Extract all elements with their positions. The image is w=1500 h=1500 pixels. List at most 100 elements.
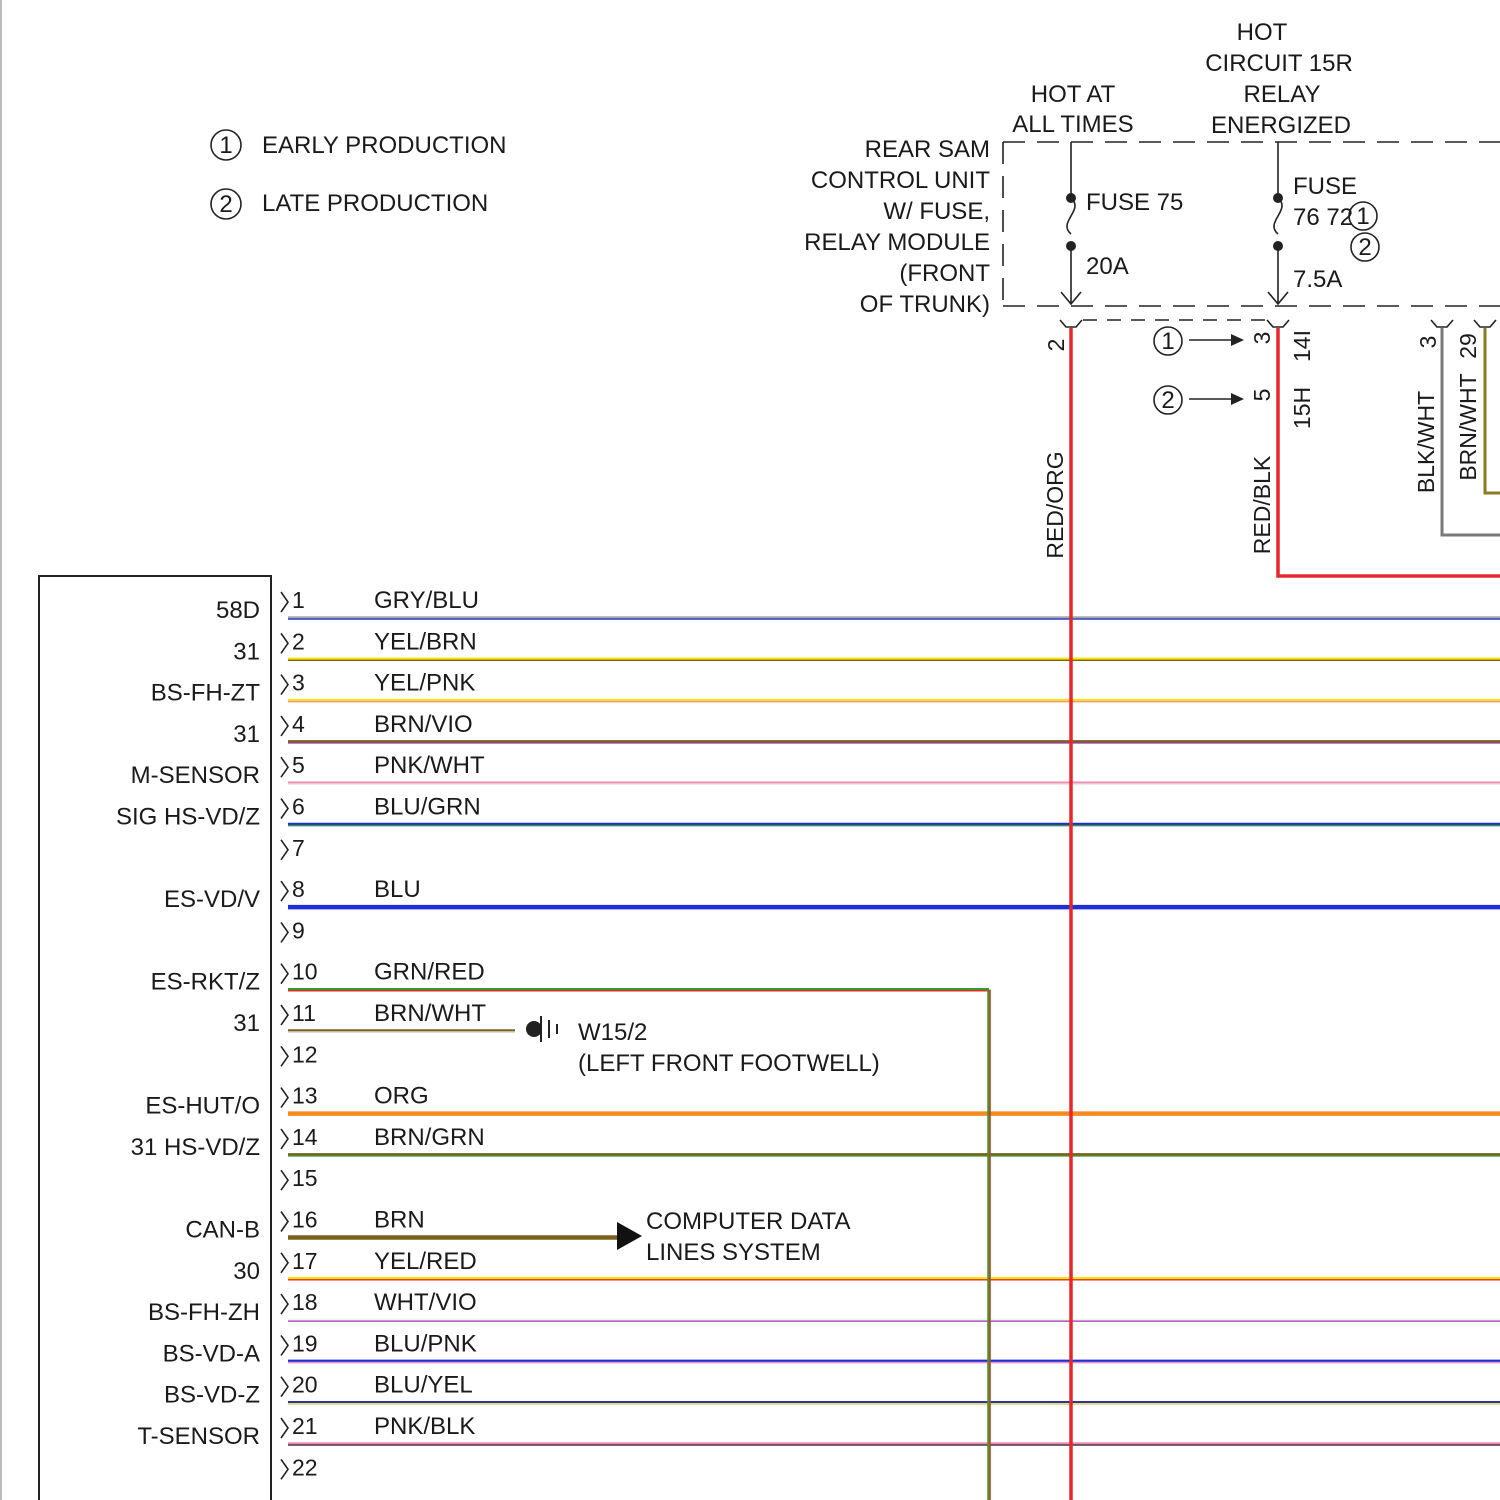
wire-color-label: BLU/PNK <box>374 1330 477 1357</box>
hot-at-line-1: HOT AT <box>1031 81 1116 108</box>
pin-number: 22 <box>292 1454 318 1480</box>
pin-function-label: ES-RKT/Z <box>151 969 260 996</box>
wire-color-label: YEL/PNK <box>374 670 475 697</box>
pin-number: 3 <box>292 670 305 696</box>
pin-wedge <box>281 881 288 901</box>
hot-circuit-line-3: RELAY <box>1244 81 1321 108</box>
wire-label-blk-wht: BLK/WHT <box>1413 391 1439 493</box>
pin-wedge <box>281 840 288 860</box>
hot-at-all-times-label: HOT AT ALL TIMES <box>1012 81 1133 138</box>
top-pin-15h: 15H <box>1289 387 1315 429</box>
pin-number: 5 <box>292 752 305 778</box>
top-pin-3b: 3 <box>1415 336 1441 349</box>
pin-wedge <box>281 675 288 695</box>
top-connector-wedges <box>1060 320 1496 327</box>
rear-sam-label: REAR SAM CONTROL UNIT W/ FUSE, RELAY MOD… <box>804 136 990 318</box>
pin-number: 12 <box>292 1041 318 1067</box>
pin-function-label: 30 <box>233 1258 260 1285</box>
pin-number: 6 <box>292 794 305 820</box>
pin-wedge <box>281 922 288 942</box>
pin-number: 21 <box>292 1413 318 1439</box>
pin-function-label: T-SENSOR <box>137 1423 260 1450</box>
pin-number: 19 <box>292 1330 318 1356</box>
fuse-76-variant-num-2: 2 <box>1358 234 1371 261</box>
pin-number: 13 <box>292 1083 318 1109</box>
wire-color-label: YEL/BRN <box>374 628 477 655</box>
pin-function-label: 31 <box>233 721 260 748</box>
pin-number: 7 <box>292 835 305 861</box>
hot-circuit-line-4: ENERGIZED <box>1211 112 1351 139</box>
pin-number: 15 <box>292 1165 318 1191</box>
fuse-76 <box>1268 142 1288 304</box>
pin-wedge <box>281 799 288 819</box>
wire-color-label: BLU <box>374 876 421 903</box>
fuse-75-label: FUSE 75 <box>1086 189 1183 216</box>
legend-text-early: EARLY PRODUCTION <box>262 132 507 159</box>
pin-wedge <box>281 633 288 653</box>
wire-color-label: GRN/RED <box>374 959 485 986</box>
pin-wedge <box>281 1212 288 1232</box>
pin-wedge <box>281 1253 288 1273</box>
pin-function-label: SIG HS-VD/Z <box>116 804 260 831</box>
wire-color-label: BRN <box>374 1207 425 1234</box>
pin-wedge <box>281 1418 288 1438</box>
wire-color-label: PNK/WHT <box>374 752 485 779</box>
pin-wedge <box>281 964 288 984</box>
ground-symbol <box>526 1016 557 1042</box>
pin-wedge <box>281 1088 288 1108</box>
pin-function-label: 58D <box>216 597 260 624</box>
top-pin-2: 2 <box>1043 339 1069 352</box>
data-lines-arrow <box>617 1222 642 1250</box>
data-lines-line-1: COMPUTER DATA <box>646 1208 850 1235</box>
legend: 1 EARLY PRODUCTION 2 LATE PRODUCTION <box>211 130 507 219</box>
pin-function-label: BS-FH-ZH <box>148 1299 260 1326</box>
pin-wedge <box>281 1046 288 1066</box>
wire-color-label: BRN/WHT <box>374 1000 486 1027</box>
pin-number: 11 <box>292 1000 316 1026</box>
pin-function-label: BS-VD-Z <box>164 1382 260 1409</box>
top-pin-3: 3 <box>1249 332 1275 345</box>
rear-sam-line-4: RELAY MODULE <box>804 229 990 256</box>
wire-color-label: BRN/VIO <box>374 711 473 738</box>
pin-wedge <box>281 1377 288 1397</box>
pin-number: 20 <box>292 1372 318 1398</box>
pin-number: 14 <box>292 1124 318 1150</box>
top-pin-5: 5 <box>1249 389 1275 402</box>
pin-wedge <box>281 592 288 612</box>
pin-number: 4 <box>292 711 305 737</box>
pin-function-label: BS-VD-A <box>163 1340 260 1367</box>
ground-location: (LEFT FRONT FOOTWELL) <box>578 1050 880 1077</box>
hot-circuit-line-2: CIRCUIT 15R <box>1205 50 1353 77</box>
pin-function-label: 31 <box>233 638 260 665</box>
wire-color-label: GRY/BLU <box>374 587 479 614</box>
legend-num-1: 1 <box>219 132 232 159</box>
fuse-75-rating: 20A <box>1086 253 1129 280</box>
fuse-76-label-line-1: FUSE <box>1293 173 1357 200</box>
pin-wedge <box>281 1335 288 1355</box>
pin-number: 18 <box>292 1289 318 1315</box>
top-pin-29: 29 <box>1455 333 1481 359</box>
pin-number: 16 <box>292 1207 318 1233</box>
hot-circuit-label: HOT CIRCUIT 15R RELAY ENERGIZED <box>1205 19 1353 139</box>
pin-function-label: CAN-B <box>185 1217 260 1244</box>
pin-number: 2 <box>292 628 305 654</box>
wire-label-red-blk: RED/BLK <box>1249 455 1275 554</box>
variant-arrow-num-2: 2 <box>1161 387 1174 414</box>
wire-label-brn-wht: BRN/WHT <box>1455 373 1481 480</box>
wire-brn-wht-vertical <box>1485 328 1500 493</box>
wire-color-label: BRN/GRN <box>374 1124 485 1151</box>
rear-sam-dashed-box <box>1003 142 1500 306</box>
pin-function-label: ES-HUT/O <box>145 1093 260 1120</box>
pin-wedge <box>281 716 288 736</box>
pin-wedge <box>281 1005 288 1025</box>
pin-number: 17 <box>292 1248 318 1274</box>
wire-color-label: BLU/YEL <box>374 1372 473 1399</box>
rear-sam-line-5: (FRONT <box>899 260 990 287</box>
wire-color-label: PNK/BLK <box>374 1413 475 1440</box>
fuse-76-rating: 7.5A <box>1293 266 1342 293</box>
legend-text-late: LATE PRODUCTION <box>262 190 488 217</box>
pin-wedge <box>281 757 288 777</box>
pin-function-label: BS-FH-ZT <box>151 680 261 707</box>
pin-wedge <box>281 1170 288 1190</box>
